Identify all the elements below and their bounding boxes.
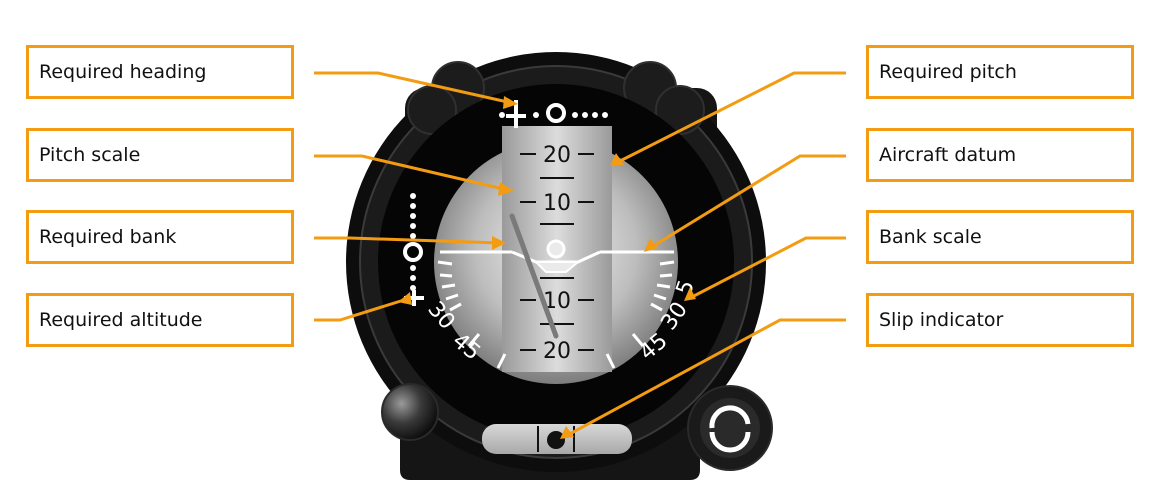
callout-required-pitch: Required pitch bbox=[866, 45, 1134, 99]
left-knob-icon[interactable] bbox=[381, 383, 439, 441]
pitch-label-plus-20: 20 bbox=[543, 143, 571, 168]
callout-label: Required pitch bbox=[879, 61, 1017, 83]
pitch-label-plus-10: 10 bbox=[543, 191, 571, 216]
callout-label: Required altitude bbox=[39, 309, 203, 331]
right-knob-icon[interactable] bbox=[687, 385, 773, 471]
aircraft-datum-symbol bbox=[440, 239, 674, 273]
callout-bank-scale: Bank scale bbox=[866, 210, 1134, 264]
callout-slip-indicator: Slip indicator bbox=[866, 293, 1134, 347]
callout-required-altitude: Required altitude bbox=[26, 293, 294, 347]
pitch-scale-lines bbox=[520, 153, 594, 351]
callout-aircraft-datum: Aircraft datum bbox=[866, 128, 1134, 182]
callout-pitch-scale: Pitch scale bbox=[26, 128, 294, 182]
bank-scale-ticks bbox=[437, 260, 675, 369]
slip-ball bbox=[547, 431, 565, 449]
callout-required-bank: Required bank bbox=[26, 210, 294, 264]
pitch-label-minus-20: 20 bbox=[543, 339, 571, 364]
callout-required-heading: Required heading bbox=[26, 45, 294, 99]
callout-label: Required bank bbox=[39, 226, 177, 248]
bezel-screw-icons bbox=[407, 61, 705, 135]
callout-label: Pitch scale bbox=[39, 144, 141, 166]
slip-indicator bbox=[482, 424, 632, 454]
callout-label: Aircraft datum bbox=[879, 144, 1017, 166]
leader-arrowheads bbox=[398, 96, 696, 439]
required-bank-needle bbox=[509, 213, 559, 339]
callout-label: Slip indicator bbox=[879, 309, 1004, 331]
callout-label: Bank scale bbox=[879, 226, 982, 248]
callout-label: Required heading bbox=[39, 61, 207, 83]
leader-lines bbox=[314, 71, 846, 438]
